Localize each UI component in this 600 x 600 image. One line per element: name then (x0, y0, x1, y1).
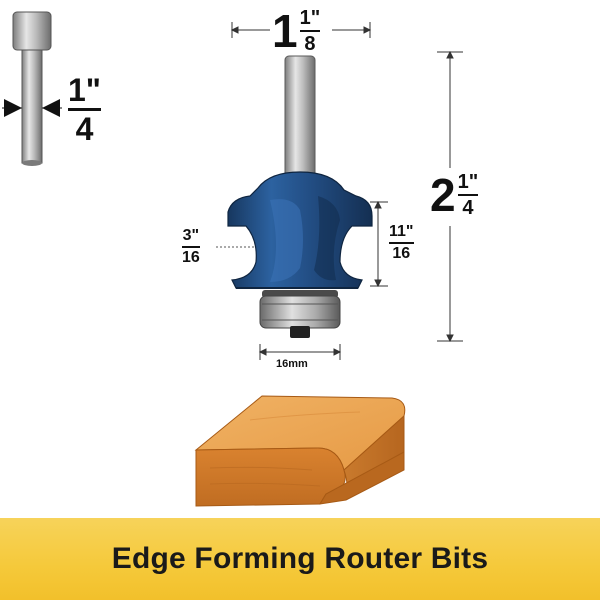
shank-icon (12, 11, 52, 166)
overall-height-numerator: 1" (457, 171, 479, 193)
overall-width-label: 1 1" 8 (272, 5, 321, 57)
cutting-height-numerator: 11" (389, 223, 414, 240)
shank-size-numerator: 1" (68, 72, 101, 108)
title-banner: Edge Forming Router Bits (0, 518, 600, 600)
overall-height-denominator: 4 (462, 197, 474, 219)
overall-width-denominator: 8 (304, 33, 316, 55)
overall-height-whole: 2 (430, 169, 456, 221)
shank-dimension-arrows (2, 99, 62, 117)
fraction-bar (457, 194, 479, 196)
fraction-bar (389, 242, 414, 244)
cutting-height-fraction: 11" 16 (389, 224, 414, 262)
wood-profile-sample (194, 395, 406, 507)
bearing (259, 290, 341, 338)
cutting-radius-numerator: 3" (182, 227, 200, 244)
fraction-bar (68, 108, 101, 111)
bit-body (227, 171, 373, 289)
fraction-bar (182, 246, 200, 248)
bearing-dimension-line (258, 344, 342, 360)
overall-width-numerator: 1" (299, 7, 321, 29)
width-dimension-line (230, 22, 372, 38)
bit-shank (284, 55, 316, 185)
cutting-height-label: 11" 16 (389, 224, 414, 262)
overall-height-fraction: 1" 4 (457, 171, 479, 219)
cutting-radius-label: 3" 16 (182, 228, 200, 266)
overall-width-fraction: 1" 8 (299, 7, 321, 55)
banner-title: Edge Forming Router Bits (111, 542, 489, 575)
shank-size-denominator: 4 (75, 111, 94, 147)
height-dimension-line (437, 50, 463, 343)
shank-size-label: 1" 4 (68, 74, 101, 145)
bearing-diameter-label: 16mm (276, 358, 308, 370)
cutting-radius-denominator: 16 (182, 248, 200, 266)
fraction-bar (299, 30, 321, 32)
overall-width-whole: 1 (272, 5, 298, 57)
shank-size-fraction: 1" 4 (68, 74, 101, 145)
cutting-height-denominator: 16 (392, 244, 411, 262)
overall-height-label: 2 1" 4 (430, 169, 479, 221)
cutting-height-bracket (370, 200, 388, 288)
cutting-radius-fraction: 3" 16 (182, 228, 200, 266)
